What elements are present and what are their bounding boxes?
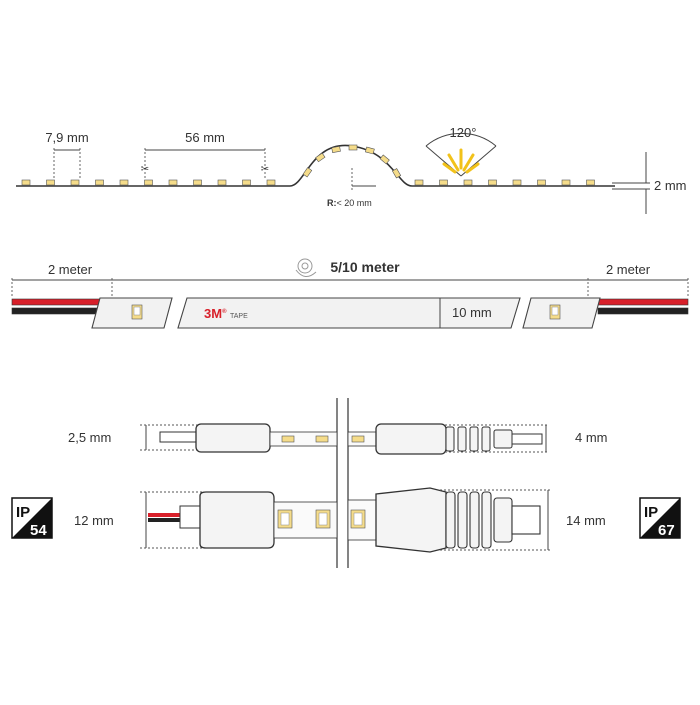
ip67-thin-label: 4 mm [575,430,608,445]
led-chip-core [280,512,290,526]
lead-right-label: 2 meter [606,262,651,277]
led-chip [488,179,497,186]
led-pitch-label: 7,9 mm [45,130,88,145]
led-chip [46,179,55,186]
led-chip [439,179,448,186]
led-chip [315,435,329,443]
led-chip [364,146,375,155]
led-chip [348,144,358,151]
led-chip [463,179,473,186]
led-chip-core [353,512,363,526]
led-chip [281,435,295,443]
ip54-prefix: IP [16,504,30,521]
ip54-rating: 54 [30,522,47,539]
bend-leds [302,144,402,179]
beam-angle-label: 120° [450,125,477,140]
led-chip [512,179,522,186]
led-chip [21,179,31,186]
strip-profile-section: 7,9 mm 56 mm ✂ ✂ R:< 20 mm 120° 2 mm [16,125,687,214]
led-chip [302,167,313,178]
led-chip [95,179,104,186]
ip67-prefix: IP [644,504,658,521]
led-chip [242,179,251,186]
ip54-thick-label: 12 mm [74,513,114,528]
beam-arc [425,133,497,147]
ip54-badge: IP 54 [11,497,53,539]
wire-lead-right [597,298,689,315]
wire-black [148,518,180,522]
led-chip [391,168,402,179]
led-chip-core [133,306,141,316]
led-chip [331,145,341,153]
led-chip [414,179,424,186]
thin-grip-ribs [445,426,513,452]
connector-section: 2,5 mm 4 mm 12 mm [11,398,681,568]
led-chip [379,154,390,165]
thin-wire-end [511,433,543,445]
lead-left-label: 2 meter [48,262,93,277]
led-chip [266,179,276,186]
ip67-badge: IP 67 [639,497,681,539]
length-overview-section: 2 meter 5/10 meter 2 meter 3M® TAPE [11,258,689,329]
led-chip [537,179,546,186]
strip-profile [16,144,615,187]
thick-grip-ribs [445,491,513,549]
cut-interval-label: 56 mm [185,130,225,145]
thin-endcap-ip67 [375,423,447,455]
width-label: 10 mm [452,305,492,320]
ip54-thin-label: 2,5 mm [68,430,111,445]
thick-wire-gland [179,505,201,529]
thick-endcap-ip54 [199,491,275,549]
reel-icon [295,258,317,277]
led-chip [351,435,365,443]
led-chip [315,152,326,163]
3m-logo: 3M® [204,306,227,321]
led-chip [70,179,80,186]
led-chip-core [551,306,559,316]
led-chip [193,179,202,186]
led-chip [217,179,227,186]
wire-red [148,513,180,517]
led-chip [561,179,571,186]
scissors-icon: ✂ [141,164,149,175]
scissors-icon: ✂ [261,164,269,175]
thin-endcap-ip54 [195,423,271,453]
wire-lead-left [11,298,101,315]
thickness-label: 2 mm [654,178,687,193]
led-chip [144,179,153,186]
thin-wire-end [159,431,197,443]
bend-radius-label: R:< 20 mm [327,198,372,208]
ip67-rating: 67 [658,522,675,539]
strip-length-label: 5/10 meter [330,259,400,275]
led-row [21,179,595,186]
tape-label: TAPE [230,313,248,320]
led-chip [168,179,178,186]
thick-endcap-ip67 [375,487,447,553]
tape-backing [177,297,521,329]
led-chip [119,179,129,186]
ip67-thick-label: 14 mm [566,513,606,528]
led-chip-core [318,512,328,526]
light-rays-icon [442,148,480,174]
led-chip [586,179,595,186]
thin-strip-left [269,431,338,447]
thick-wire-gland [511,505,541,535]
tape-end-right [522,297,601,329]
